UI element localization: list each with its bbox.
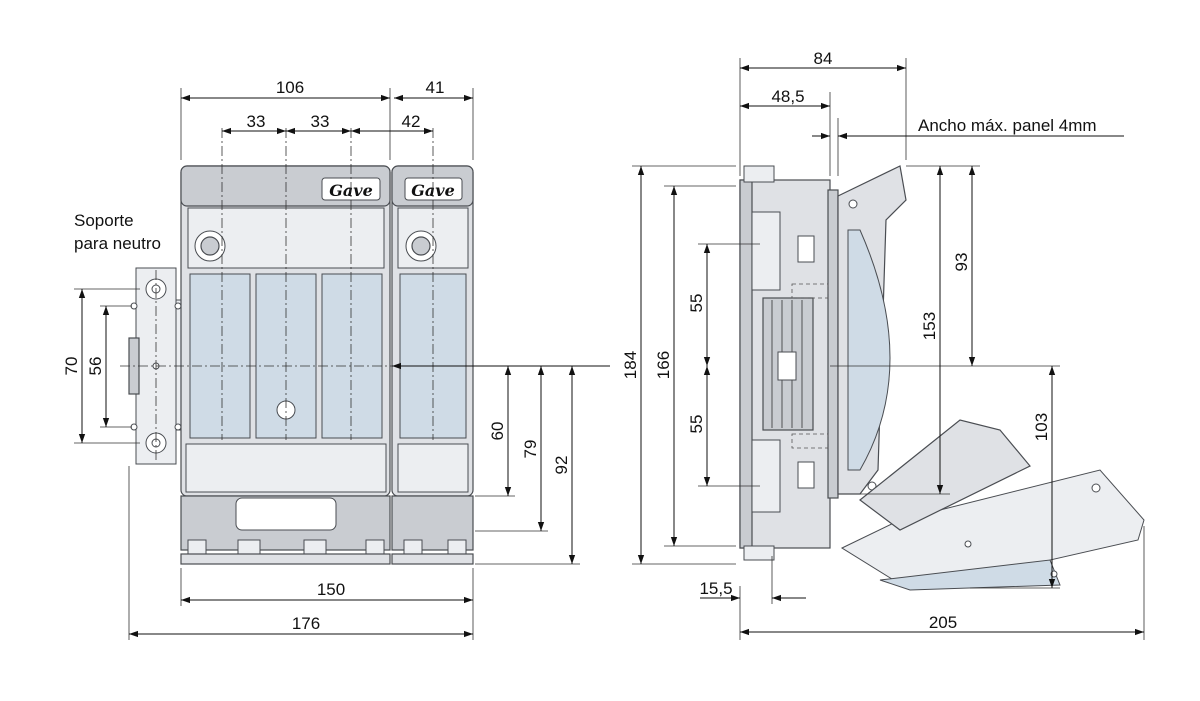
dim-166: 166 [654,351,673,379]
dim-150: 150 [317,580,345,599]
dim-48-5: 48,5 [771,87,804,106]
side-view: 84 48,5 Ancho máx. panel 4mm 184 166 55 … [621,49,1145,640]
label-neutral-support-line1: Soporte [74,211,134,230]
dim-60: 60 [488,422,507,441]
dim-93: 93 [952,253,971,272]
dim-41: 41 [426,78,445,97]
neutral-pole-body [391,165,474,565]
dim-84: 84 [814,49,833,68]
dim-103: 103 [1032,413,1051,441]
dim-33-b: 33 [311,112,330,131]
dim-184: 184 [621,351,640,379]
dim-70: 70 [62,357,81,376]
dim-79: 79 [521,440,540,459]
dim-55-top: 55 [687,294,706,313]
front-view: Gave Gave [62,78,610,640]
dim-205: 205 [929,613,957,632]
dim-153: 153 [920,312,939,340]
dim-42: 42 [402,112,421,131]
dim-106: 106 [276,78,304,97]
dim-56: 56 [86,357,105,376]
label-panel-note: Ancho máx. panel 4mm [918,116,1097,135]
label-neutral-support-line2: para neutro [74,234,161,253]
dim-92: 92 [552,456,571,475]
dim-55-bottom: 55 [687,415,706,434]
main-body-3-pole [180,165,391,565]
dim-15-5: 15,5 [699,579,732,598]
dim-33-a: 33 [247,112,266,131]
dim-176: 176 [292,614,320,633]
